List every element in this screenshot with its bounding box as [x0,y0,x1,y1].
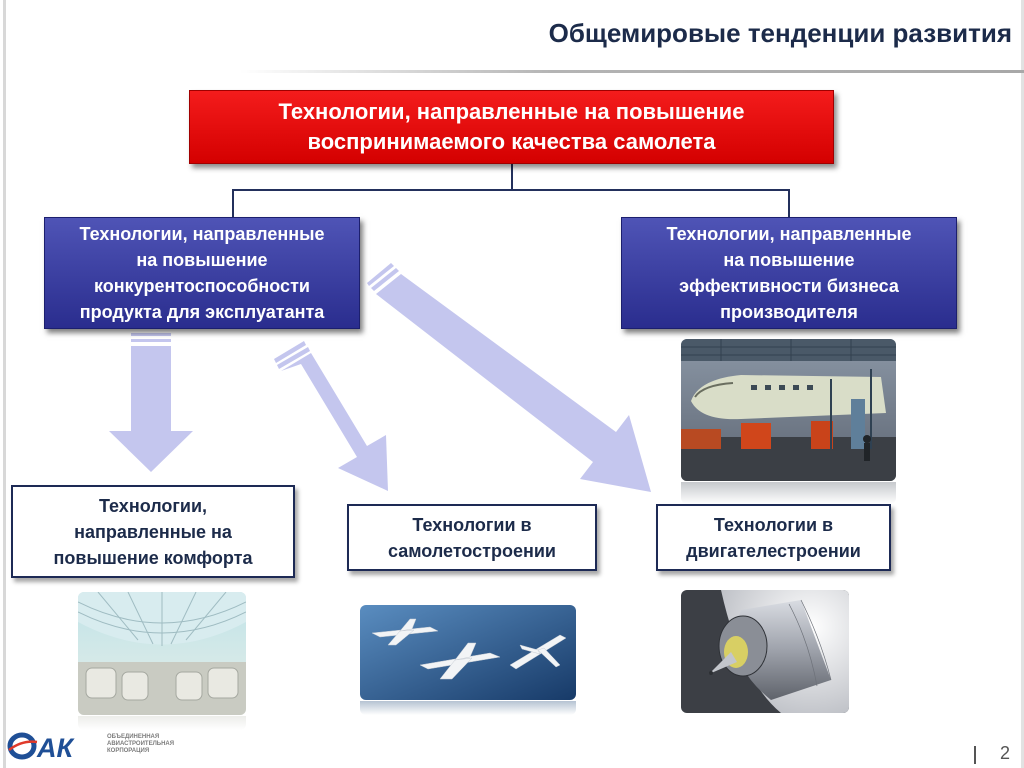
branch-right-line-3: эффективности бизнеса [679,276,899,296]
factory-photo-reflection [681,482,896,504]
factory-photo [681,339,896,481]
arrow-to-comfort [109,333,193,472]
svg-text:АК: АК [36,733,75,762]
cabin-photo-reflection [78,716,246,730]
branch-right-line-2: на повышение [723,250,855,270]
leaf-box-aircraft: Технологии в самолетостроении [347,504,597,571]
arrow-to-engine [367,263,651,492]
page-number: 2 [999,743,1010,763]
branch-right-line-4: производителя [720,302,858,322]
aircraft-concepts-photo [360,605,576,700]
leaf-box-engine: Технологии в двигателестроении [656,504,891,571]
engine-cad-photo [681,590,849,713]
aircraft-concepts-photo-reflection [360,701,576,715]
branch-left-line-3: конкурентоспособности [94,276,310,296]
root-line-1: Технологии, направленные на повышение [278,99,745,124]
branch-left-line-1: Технологии, направленные [79,224,325,244]
leaf-box-comfort: Технологии, направленные на повышение ко… [11,485,295,578]
leaf-aircraft-line-2: самолетостроении [387,540,556,561]
branch-left-line-2: на повышение [136,250,268,270]
root-box: Технологии, направленные на повышение во… [189,90,834,164]
branch-box-manufacturer: Технологии, направленные на повышение эф… [621,217,957,329]
root-line-2: воспринимаемого качества самолета [307,129,716,154]
oak-logo: АК ОБЪЕДИНЕННАЯ АВИАСТРОИТЕЛЬНАЯ КОРПОРА… [7,730,177,762]
cabin-photo [78,592,246,715]
page-title: Общемировые тенденции развития [548,18,1012,48]
leaf-aircraft-line-1: Технологии в [412,514,532,535]
arrow-to-aircraft [274,341,388,491]
leaf-comfort-line-1: Технологии, [98,495,208,516]
oak-logo-caption: ОБЪЕДИНЕННАЯ АВИАСТРОИТЕЛЬНАЯ КОРПОРАЦИЯ [107,734,175,754]
oak-logo-mark: АК [7,732,75,762]
branch-box-operator: Технологии, направленные на повышение ко… [44,217,360,329]
branch-right-line-1: Технологии, направленные [666,224,912,244]
leaf-engine-line-1: Технологии в [713,514,834,535]
frame-left-edge [3,0,6,768]
branch-left-line-4: продукта для эксплуатанта [79,302,325,322]
frame-right-edge [1021,0,1024,768]
leaf-engine-line-2: двигателестроении [686,540,861,561]
page-number-divider [974,746,976,764]
title-underline [240,70,1024,73]
leaf-comfort-line-2: направленные на [74,521,232,542]
leaf-comfort-line-3: повышение комфорта [53,547,253,568]
